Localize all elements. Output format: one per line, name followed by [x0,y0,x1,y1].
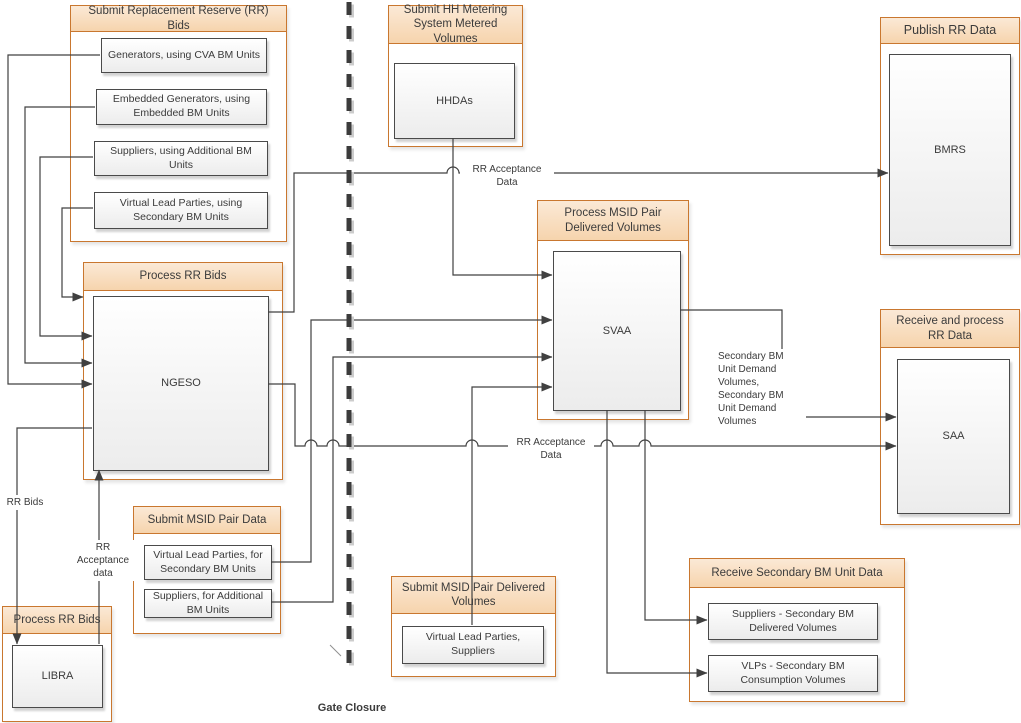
box-vlp-suppliers: Virtual Lead Parties, Suppliers [402,626,544,664]
box-ngeso: NGESO [93,296,269,471]
container-receive-secondary-bm: Receive Secondary BM Unit Data Suppliers… [689,558,905,702]
container-title: Submit MSID Pair Data [134,507,280,534]
box-suppliers-for-additional: Suppliers, for Additional BM Units [144,589,272,618]
box-libra: LIBRA [12,645,103,708]
label-rr-bids: RR Bids [1,495,49,510]
box-saa: SAA [897,359,1010,514]
gate-closure-tick [329,644,342,657]
container-process-msid-pair: Process MSID Pair Delivered Volumes SVAA [537,200,689,420]
box-hhdas: HHDAs [394,63,515,139]
box-suppliers-secondary-delivered: Suppliers - Secondary BM Delivered Volum… [708,603,878,640]
box-virtual-lead-parties: Virtual Lead Parties, using Secondary BM… [94,192,268,229]
box-embedded-generators: Embedded Generators, using Embedded BM U… [96,89,267,125]
connector-suppliers-msid-to-svaa [271,352,553,603]
container-title: Publish RR Data [881,18,1019,44]
container-title: Process RR Bids [3,607,111,634]
box-suppliers-additional: Suppliers, using Additional BM Units [94,141,268,176]
box-vlp-secondary: Virtual Lead Parties, for Secondary BM U… [144,545,272,580]
box-svaa: SVAA [553,251,681,411]
container-process-rr-bids: Process RR Bids NGESO [83,262,283,480]
container-title: Submit HH Metering System Metered Volume… [389,4,522,45]
box-generators-cva: Generators, using CVA BM Units [101,38,267,73]
box-bmrs: BMRS [889,54,1011,246]
box-vlps-secondary-consumption: VLPs - Secondary BM Consumption Volumes [708,655,878,692]
label-secondary-bm-unit-volumes: Secondary BM Unit Demand Volumes, Second… [716,349,806,429]
container-title: Process MSID Pair Delivered Volumes [538,201,688,241]
container-process-rr-bids-libra: Process RR Bids LIBRA [2,606,112,722]
container-title: Receive Secondary BM Unit Data [690,559,904,588]
container-title: Process RR Bids [84,263,282,291]
label-rr-acceptance-data-small: RR Acceptance data [72,540,134,581]
label-gate-closure: Gate Closure [315,700,389,717]
container-submit-msid-pair-data: Submit MSID Pair Data Virtual Lead Parti… [133,506,281,634]
container-title: Submit Replacement Reserve (RR) Bids [71,5,286,32]
container-submit-rr-bids: Submit Replacement Reserve (RR) Bids Gen… [70,5,287,242]
container-title: Receive and process RR Data [881,310,1019,348]
container-submit-msid-delivered: Submit MSID Pair Delivered Volumes Virtu… [391,576,556,677]
label-rr-acceptance-data-top: RR Acceptance Data [460,162,554,190]
label-rr-acceptance-data-mid: RR Acceptance Data [508,435,594,463]
container-receive-process-rr-data: Receive and process RR Data SAA [880,309,1020,525]
container-title: Submit MSID Pair Delivered Volumes [392,577,555,614]
container-submit-hh-metering: Submit HH Metering System Metered Volume… [388,4,523,147]
container-publish-rr-data: Publish RR Data BMRS [880,17,1020,255]
